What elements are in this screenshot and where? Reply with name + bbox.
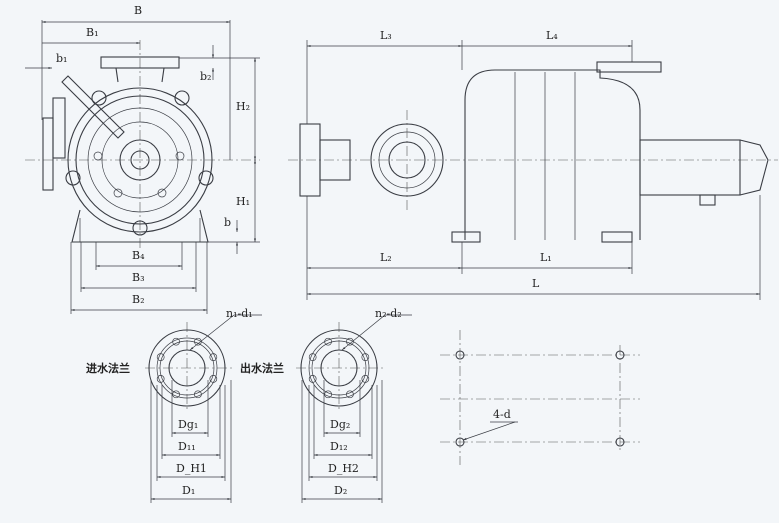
inlet-flange-title: 进水法兰 <box>86 361 130 375</box>
dim-L2: L₂ <box>380 251 392 264</box>
flange-bolt-hole <box>361 375 370 383</box>
side-view: L₃ L₄ L₂ L₁ L <box>288 29 778 300</box>
outlet-flange: n₂-d₂ 出水法兰 Dg₂ D₁₂ D_H2 D₂ <box>240 307 412 503</box>
dim-DH1: D_H1 <box>176 462 207 475</box>
dim-Dg1: Dg₁ <box>178 418 198 431</box>
dim-B4: B₄ <box>132 249 145 262</box>
dim-b: b <box>224 216 231 229</box>
dim-D11: D₁₁ <box>178 440 196 453</box>
dim-L: L <box>532 277 540 290</box>
flange-bolt-hole <box>346 337 354 346</box>
dim-DH2: D_H2 <box>328 462 359 475</box>
outlet-flange-title: 出水法兰 <box>240 361 284 375</box>
foundation-hole <box>615 437 625 447</box>
holes-label-outlet: n₂-d₂ <box>375 307 402 320</box>
dim-B: B <box>134 4 142 17</box>
flange-bolt-hole <box>324 337 332 346</box>
flange-bolt-hole <box>346 390 354 399</box>
holes-label-foundation: 4-d <box>493 408 511 421</box>
dim-B2: B₂ <box>132 293 145 306</box>
flange-bolt-hole <box>194 390 202 399</box>
dim-B3: B₃ <box>132 271 145 284</box>
dim-L1: L₁ <box>540 251 552 264</box>
front-view: B B₁ b₁ b₂ H₂ H₁ b B₄ B₃ B₂ <box>25 4 260 314</box>
flange-bolt-hole <box>172 337 180 346</box>
dim-Dg2: Dg₂ <box>330 418 350 431</box>
dim-b1: b₁ <box>56 52 67 65</box>
dim-b2: b₂ <box>200 70 211 83</box>
dim-L4: L₄ <box>546 29 558 42</box>
flange-bolt-hole <box>194 337 202 346</box>
flange-bolt-hole <box>324 390 332 399</box>
flange-bolt-hole <box>156 375 165 383</box>
dim-H2: H₂ <box>236 100 250 113</box>
inlet-flange: n₁-d₁ 进水法兰 Dg₁ D₁₁ D_H1 D₁ <box>86 307 262 503</box>
dim-D1: D₁ <box>182 484 195 497</box>
flange-bolt-hole <box>172 390 180 399</box>
flange-bolt-hole <box>209 353 218 361</box>
flange-bolt-hole <box>361 353 370 361</box>
flange-bolt-hole <box>156 353 165 361</box>
dim-H1: H₁ <box>236 195 250 208</box>
foundation-hole <box>455 350 465 360</box>
dim-D12: D₁₂ <box>330 440 348 453</box>
dim-L3: L₃ <box>380 29 392 42</box>
flange-bolt-hole <box>209 375 218 383</box>
flange-bolt-hole <box>308 375 317 383</box>
holes-label-inlet: n₁-d₁ <box>226 307 253 320</box>
foundation-hole <box>455 437 465 447</box>
dim-D2: D₂ <box>334 484 347 497</box>
flange-bolt-hole <box>308 353 317 361</box>
foundation-hole <box>615 350 625 360</box>
foundation-hole-plan: 4-d <box>440 330 640 465</box>
dim-B1: B₁ <box>86 26 99 39</box>
